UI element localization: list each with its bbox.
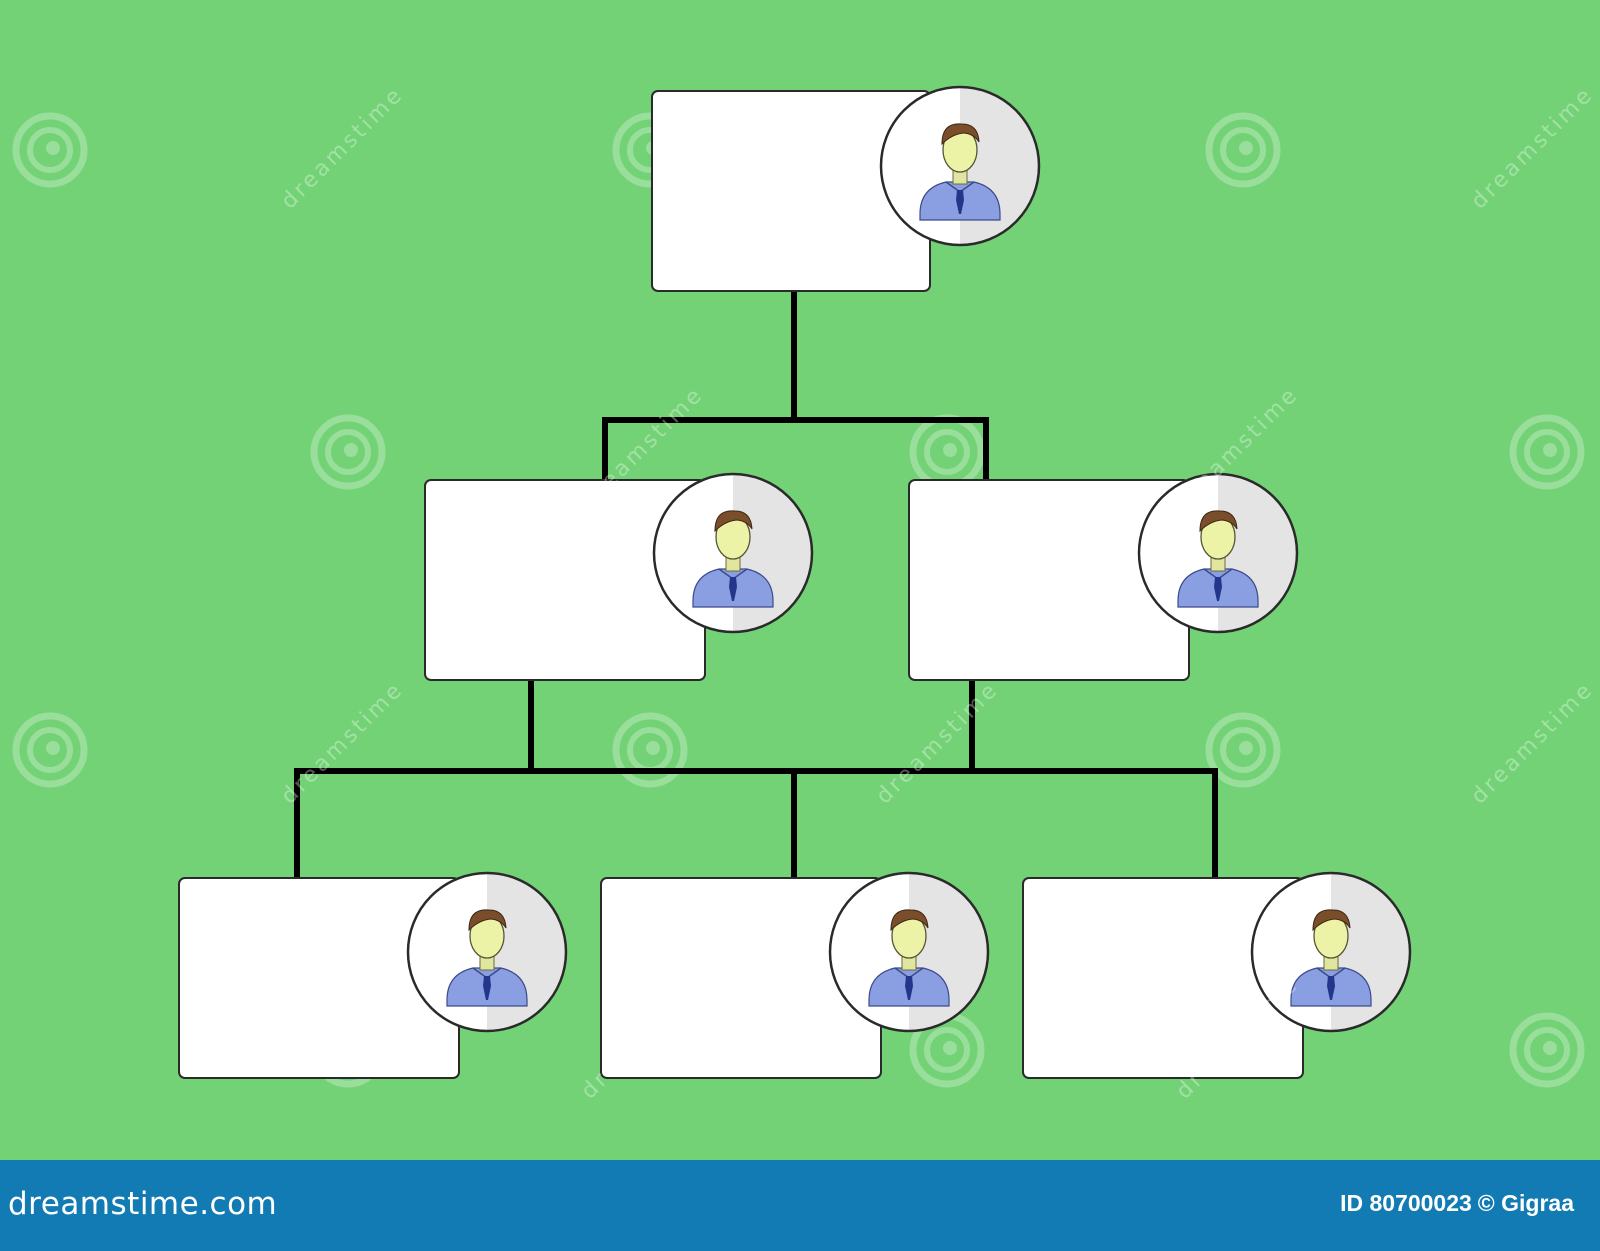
org-node-level-3-left [178,872,567,1079]
person-icon [1138,473,1298,633]
org-node-level-2-left [424,473,813,681]
footer-bar: dreamstime.com ID 80700023© Gigraa [0,1160,1600,1251]
person-icon [407,872,567,1032]
person-icon [880,86,1040,246]
footer-brand: dreamstime.com [8,1186,278,1222]
org-node-level-3-right [1022,872,1411,1079]
org-node-level-2-right [908,473,1298,681]
footer-credit: ID 80700023© Gigraa [1340,1190,1580,1217]
author-credit: © Gigraa [1477,1190,1574,1216]
person-icon [653,473,813,633]
org-node-level-1 [651,86,1040,292]
person-icon [829,872,989,1032]
org-node-level-3-center [600,872,989,1079]
image-id: ID 80700023 [1340,1190,1472,1216]
org-chart-diagram: dreamstime dreamstime dreamstime dreamst… [0,0,1600,1160]
connector-lines [294,292,1218,878]
